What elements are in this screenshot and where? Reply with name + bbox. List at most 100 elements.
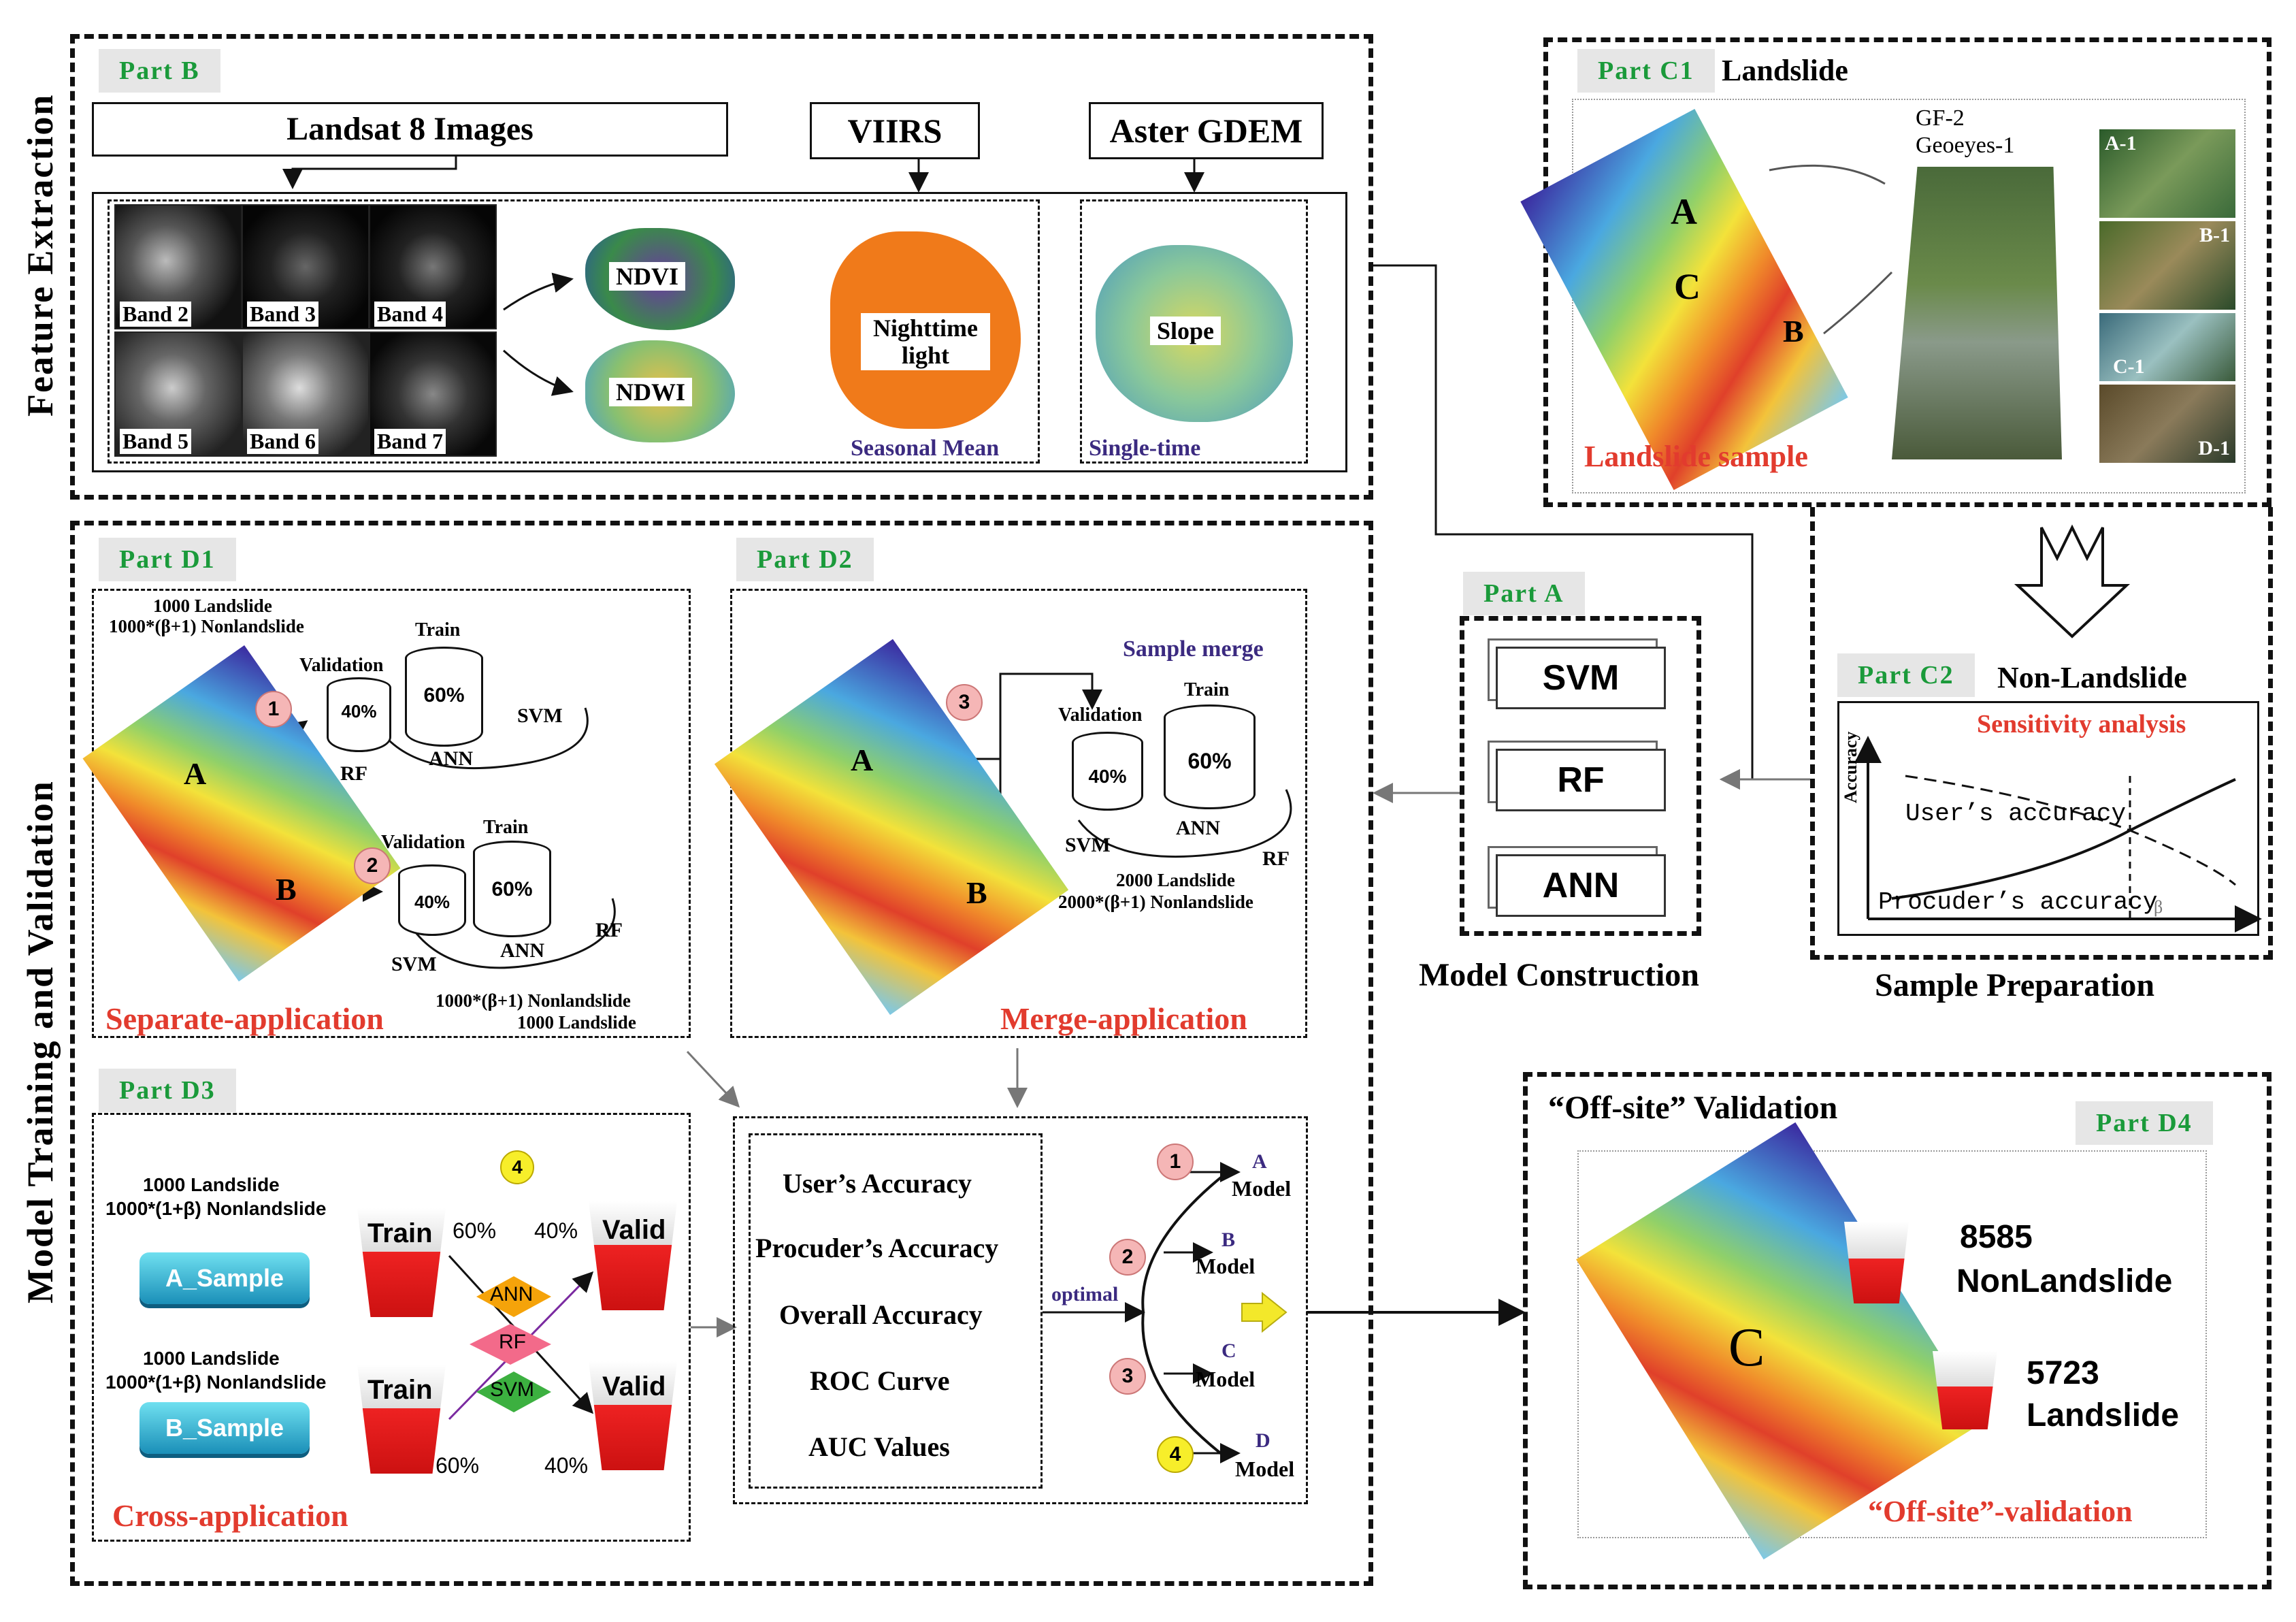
ann-diamond-label: ANN <box>490 1283 534 1305</box>
d1-ann-label-1: ANN <box>429 747 473 770</box>
c1-satellite-image <box>1892 167 2062 459</box>
part-b-tag: Part B <box>99 49 220 93</box>
d1-rf-label-2: RF <box>595 919 623 941</box>
svm-model-box: SVM <box>1496 647 1666 709</box>
band-6-label: Band 6 <box>247 429 318 454</box>
landslide-bucket <box>1933 1351 1997 1429</box>
feature-extraction-label: Feature Extraction <box>20 93 61 417</box>
merge-application-label: Merge-application <box>1000 1001 1247 1036</box>
d2-svm-label: SVM <box>1065 834 1111 856</box>
d1-svm-label-2: SVM <box>391 953 437 975</box>
model-b-step: 2 <box>1109 1239 1146 1276</box>
part-c2-tag: Part C2 <box>1837 653 1975 697</box>
c1-marker-c: C <box>1674 266 1701 307</box>
geoeyes-label: Geoeyes-1 <box>1916 133 2015 158</box>
band-5-label: Band 5 <box>120 429 191 454</box>
model-b-word: Model <box>1196 1254 1256 1278</box>
model-a-letter: A <box>1252 1150 1267 1173</box>
metric-overall-accuracy: Overall Accuracy <box>779 1299 983 1330</box>
photo-a1: A-1 <box>2099 129 2235 218</box>
rf-model-box: RF <box>1496 749 1666 811</box>
band-6-image: Band 6 <box>242 331 370 457</box>
photo-c1: C-1 <box>2099 313 2235 381</box>
d4-marker-c: C <box>1728 1318 1765 1378</box>
band-7-label: Band 7 <box>374 429 446 454</box>
separate-application-label: Separate-application <box>105 1001 384 1036</box>
sample-merge-label: Sample merge <box>1123 636 1264 662</box>
band-ndwi-arrow <box>502 349 574 396</box>
users-accuracy-label: User’s accuracy <box>1905 800 2127 828</box>
d1-step-1: 1 <box>255 691 292 728</box>
metric-users-accuracy: User’s Accuracy <box>783 1168 972 1199</box>
d2-loop <box>1077 789 1292 858</box>
yellow-arrow <box>1241 1291 1288 1333</box>
band-3-image: Band 3 <box>242 204 370 329</box>
landsat-arrow <box>282 148 457 189</box>
hollow-down-arrow <box>2014 524 2131 638</box>
part-c2-frame <box>1810 507 2273 960</box>
part-d1-box <box>92 589 691 1038</box>
d1-val-pct-2: 40% <box>414 892 450 912</box>
nonlandslide-label: NonLandslide <box>1956 1263 2173 1299</box>
c1-marker-b: B <box>1783 314 1804 348</box>
part-d4-tag: Part D4 <box>2076 1101 2213 1145</box>
photo-b1: B-1 <box>2099 221 2235 310</box>
svm-diamond-label: SVM <box>490 1378 535 1401</box>
offsite-validation-footer: “Off-site”-validation <box>1868 1495 2133 1528</box>
d3-valid-label-a: Valid <box>602 1215 666 1245</box>
d3-valid-bucket-a <box>589 1201 677 1310</box>
d1-count-nonlandslide-2: 1000*(β+1) Nonlandslide <box>436 990 631 1011</box>
model-training-label: Model Training and Validation <box>20 780 61 1303</box>
part-d-frame <box>70 521 1373 1586</box>
nighttime-label: Nighttime light <box>861 313 990 370</box>
sensitivity-title: Sensitivity analysis <box>1977 710 2186 739</box>
photo-d1-label: D-1 <box>2198 437 2230 459</box>
part-a-frame <box>1460 616 1701 936</box>
landslide-label: Landslide <box>2027 1397 2180 1433</box>
metrics-list-box <box>749 1133 1043 1489</box>
d2-train-label: Train <box>1184 679 1230 700</box>
metric-producers-accuracy: Procuder’s Accuracy <box>755 1233 999 1263</box>
d3-train-bucket-b <box>357 1365 446 1474</box>
d1-ann-label-2: ANN <box>500 939 544 962</box>
photo-d1: D-1 <box>2099 385 2235 463</box>
b-sample-button: B_Sample <box>140 1402 310 1454</box>
d2-count-nonlandslide: 2000*(β+1) Nonlandslide <box>1058 892 1253 912</box>
model-b-letter: B <box>1221 1229 1236 1251</box>
model-d-word: Model <box>1235 1457 1295 1481</box>
aster-group <box>1080 199 1308 464</box>
nonlandslide-bucket <box>1844 1222 1909 1303</box>
band-5-image: Band 5 <box>114 331 242 457</box>
d1-svm-label-1: SVM <box>517 704 563 727</box>
d1-count-landslide-2: 1000 Landslide <box>517 1012 636 1033</box>
offsite-validation-title: “Off-site” Validation <box>1548 1090 1838 1126</box>
d1-count-nonlandslide: 1000*(β+1) Nonlandslide <box>109 616 304 636</box>
model-d-letter: D <box>1256 1429 1270 1452</box>
single-time-label: Single-time <box>1089 436 1201 461</box>
aster-label: Aster GDEM <box>1089 102 1324 159</box>
model-c-letter: C <box>1221 1340 1236 1362</box>
d2-val-pct: 40% <box>1088 766 1127 787</box>
part-a-tag: Part A <box>1463 572 1585 615</box>
d1-train-label-1: Train <box>415 619 461 640</box>
ndwi-label: NDWI <box>609 378 693 406</box>
cross-application-label: Cross-application <box>112 1498 348 1533</box>
d3-pct60-a: 60% <box>453 1218 497 1243</box>
d1-loop-2 <box>407 898 616 969</box>
band-4-image: Band 4 <box>369 204 497 329</box>
landsat-label: Landsat 8 Images <box>92 102 728 157</box>
part-b-frame <box>70 34 1373 500</box>
slope-label: Slope <box>1150 317 1221 345</box>
model-c-word: Model <box>1196 1367 1256 1391</box>
d3-pct40-a: 40% <box>534 1218 578 1243</box>
metrics-outer-box <box>733 1116 1308 1504</box>
d1-train-label-2: Train <box>483 817 529 838</box>
seasonal-mean-label: Seasonal Mean <box>851 436 1000 461</box>
viirs-label: VIIRS <box>810 102 980 159</box>
sample-preparation-label: Sample Preparation <box>1875 967 2155 1003</box>
band-4-label: Band 4 <box>374 302 446 327</box>
d1-train-cyl-1 <box>405 658 483 747</box>
d1-validation-label-2: Validation <box>381 832 465 853</box>
ndvi-label: NDVI <box>609 262 686 291</box>
users-accuracy-curve <box>1905 775 2236 886</box>
